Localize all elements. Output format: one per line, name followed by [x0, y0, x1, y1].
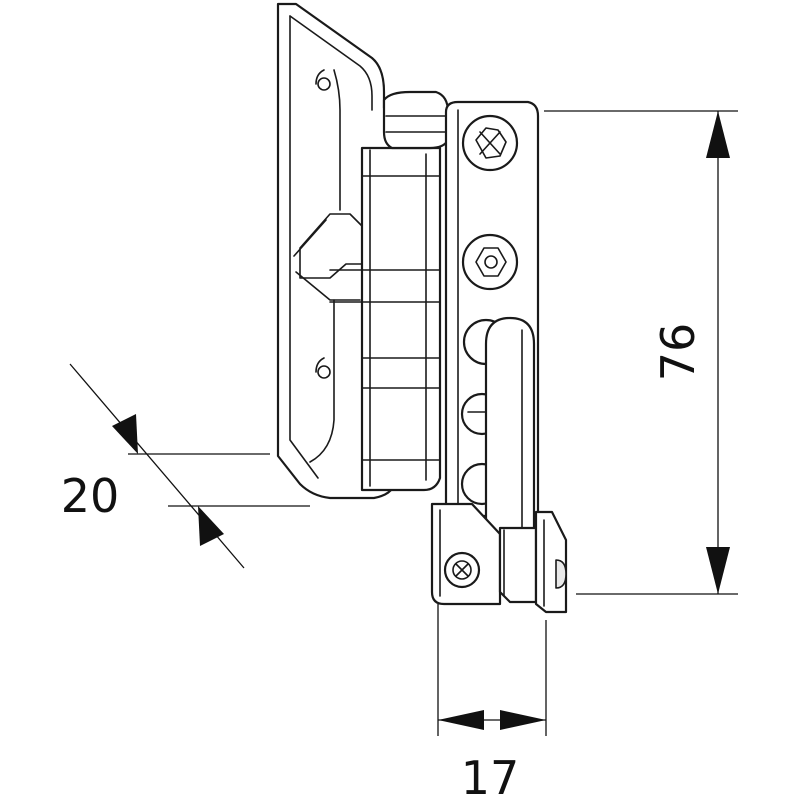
screw-icon — [461, 233, 519, 291]
dimension-thickness-label: 20 — [61, 469, 120, 523]
dimension-width: 17 — [437, 604, 547, 800]
dimension-width-label: 17 — [461, 751, 520, 800]
screw-icon — [461, 114, 519, 172]
dimension-thickness: 20 — [61, 363, 310, 569]
dimension-height-label: 76 — [651, 323, 705, 382]
adjustment-screw-icon — [443, 551, 481, 589]
dimension-height: 76 — [544, 110, 738, 595]
hinge-center-body — [329, 90, 450, 492]
adjustment-block — [430, 502, 568, 614]
hinge-pin — [484, 316, 536, 550]
